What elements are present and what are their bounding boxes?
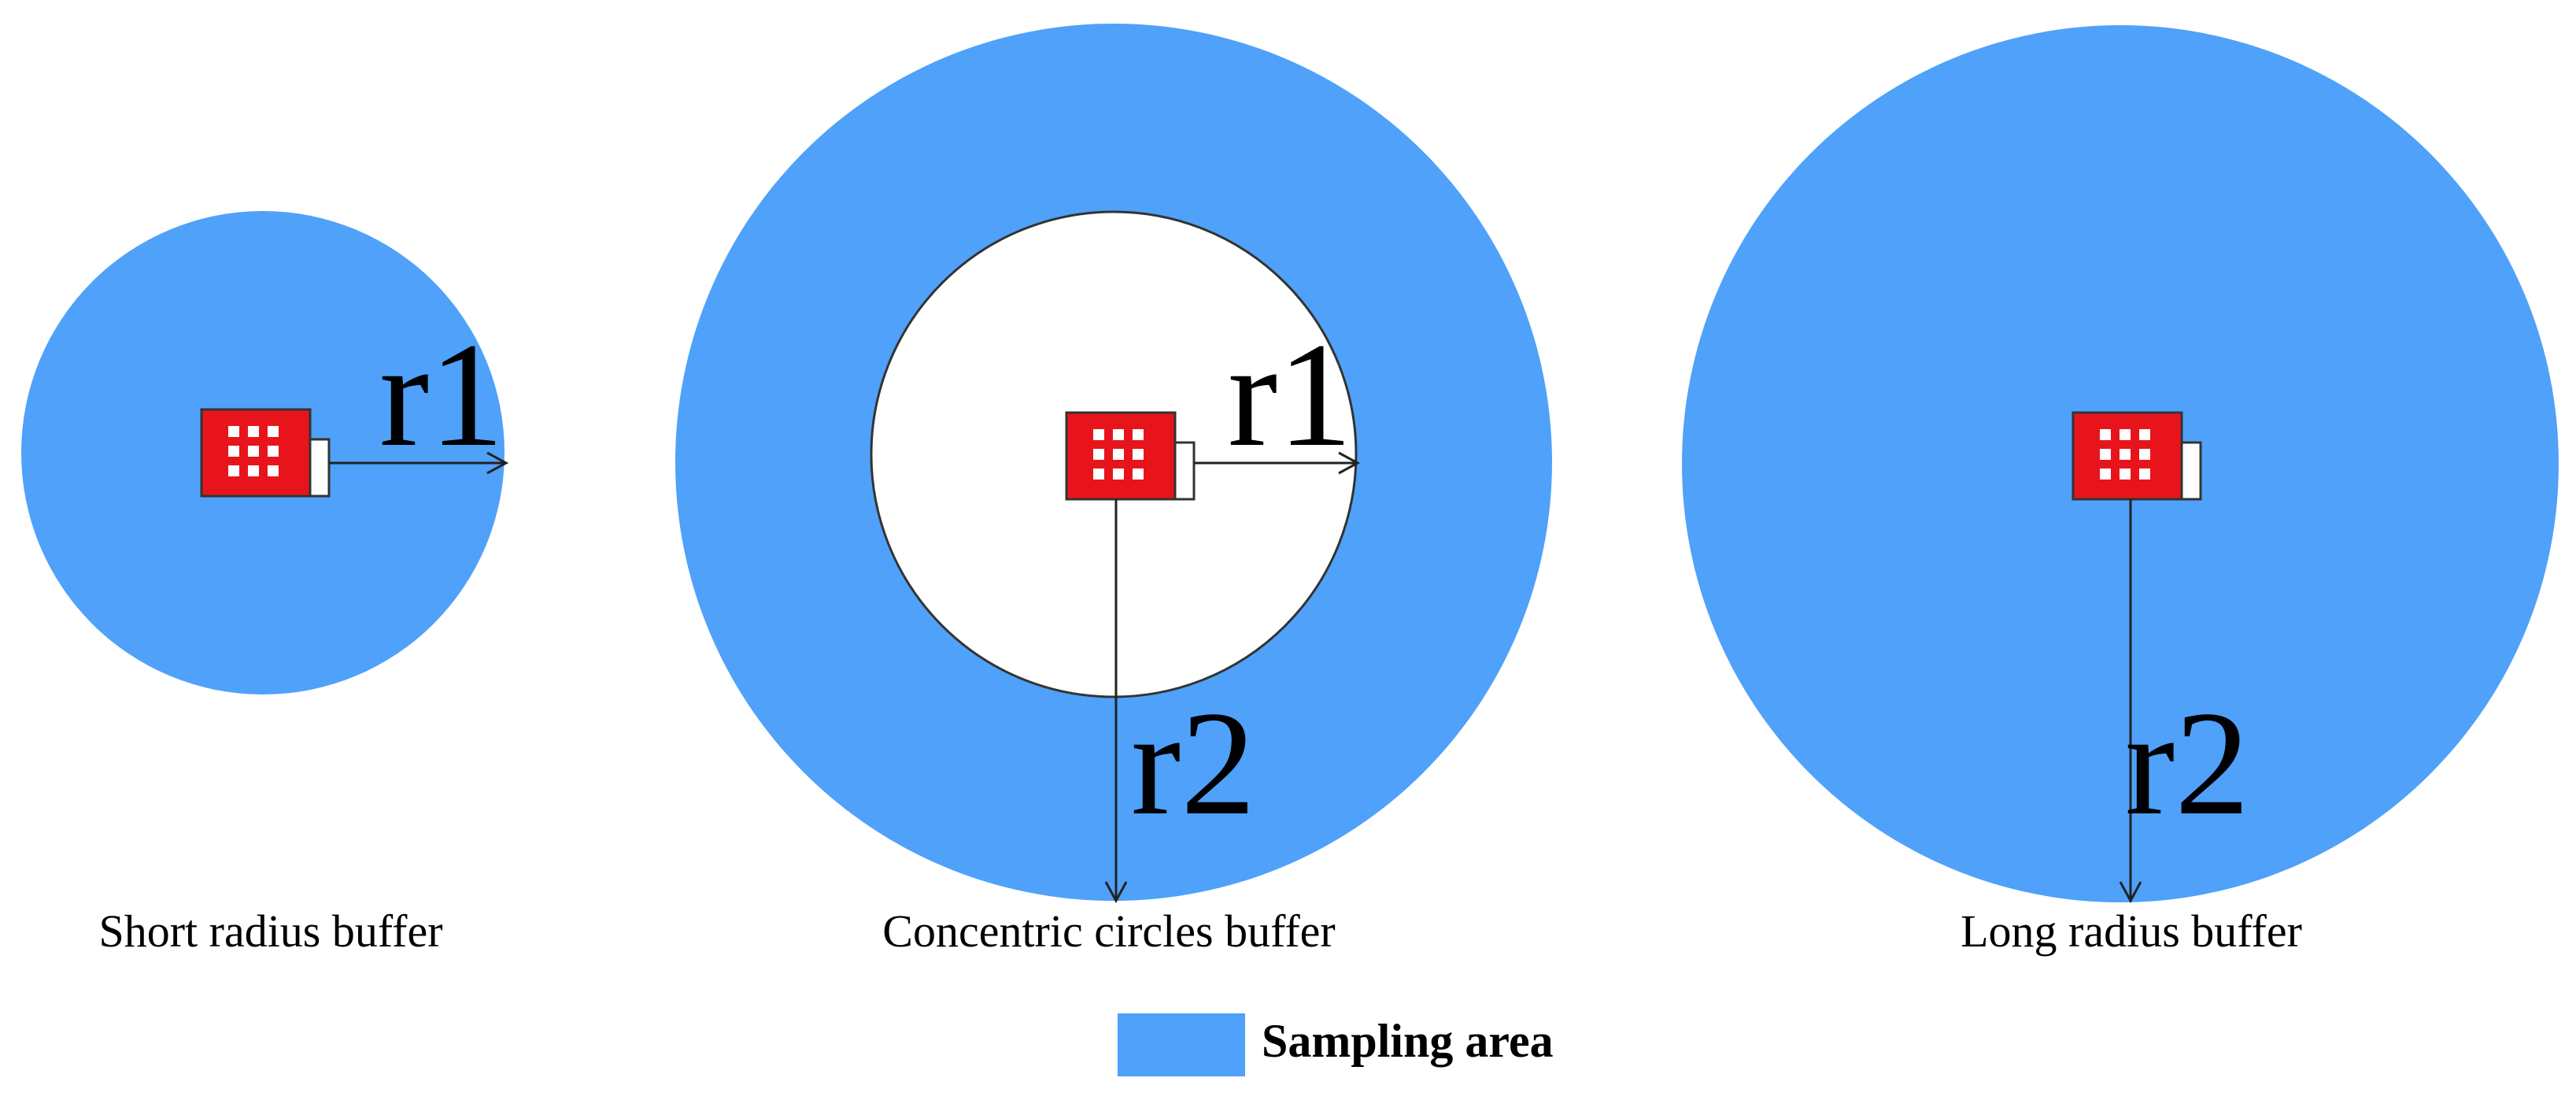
radius-label-r2: r2	[1131, 681, 1255, 846]
station-icon	[2072, 411, 2202, 501]
legend-label: Sampling area	[1262, 1015, 1554, 1067]
station-icon	[200, 408, 331, 498]
legend: Sampling area	[1118, 1013, 1554, 1076]
panel-caption: Short radius buffer	[98, 906, 442, 957]
legend-swatch	[1118, 1013, 1245, 1076]
panel-long-radius: r2 Long radius buffer	[1682, 25, 2559, 957]
radius-label-r1: r1	[379, 313, 504, 478]
panel-caption: Concentric circles buffer	[882, 906, 1335, 957]
radius-label-r1: r1	[1228, 313, 1352, 478]
panel-caption: Long radius buffer	[1961, 906, 2302, 957]
station-icon	[1065, 411, 1196, 501]
panel-concentric-circles: r1 r2 Concentric circles buffer	[675, 24, 1552, 957]
panel-short-radius: r1 Short radius buffer	[21, 211, 509, 957]
radius-label-r2: r2	[2125, 681, 2249, 846]
